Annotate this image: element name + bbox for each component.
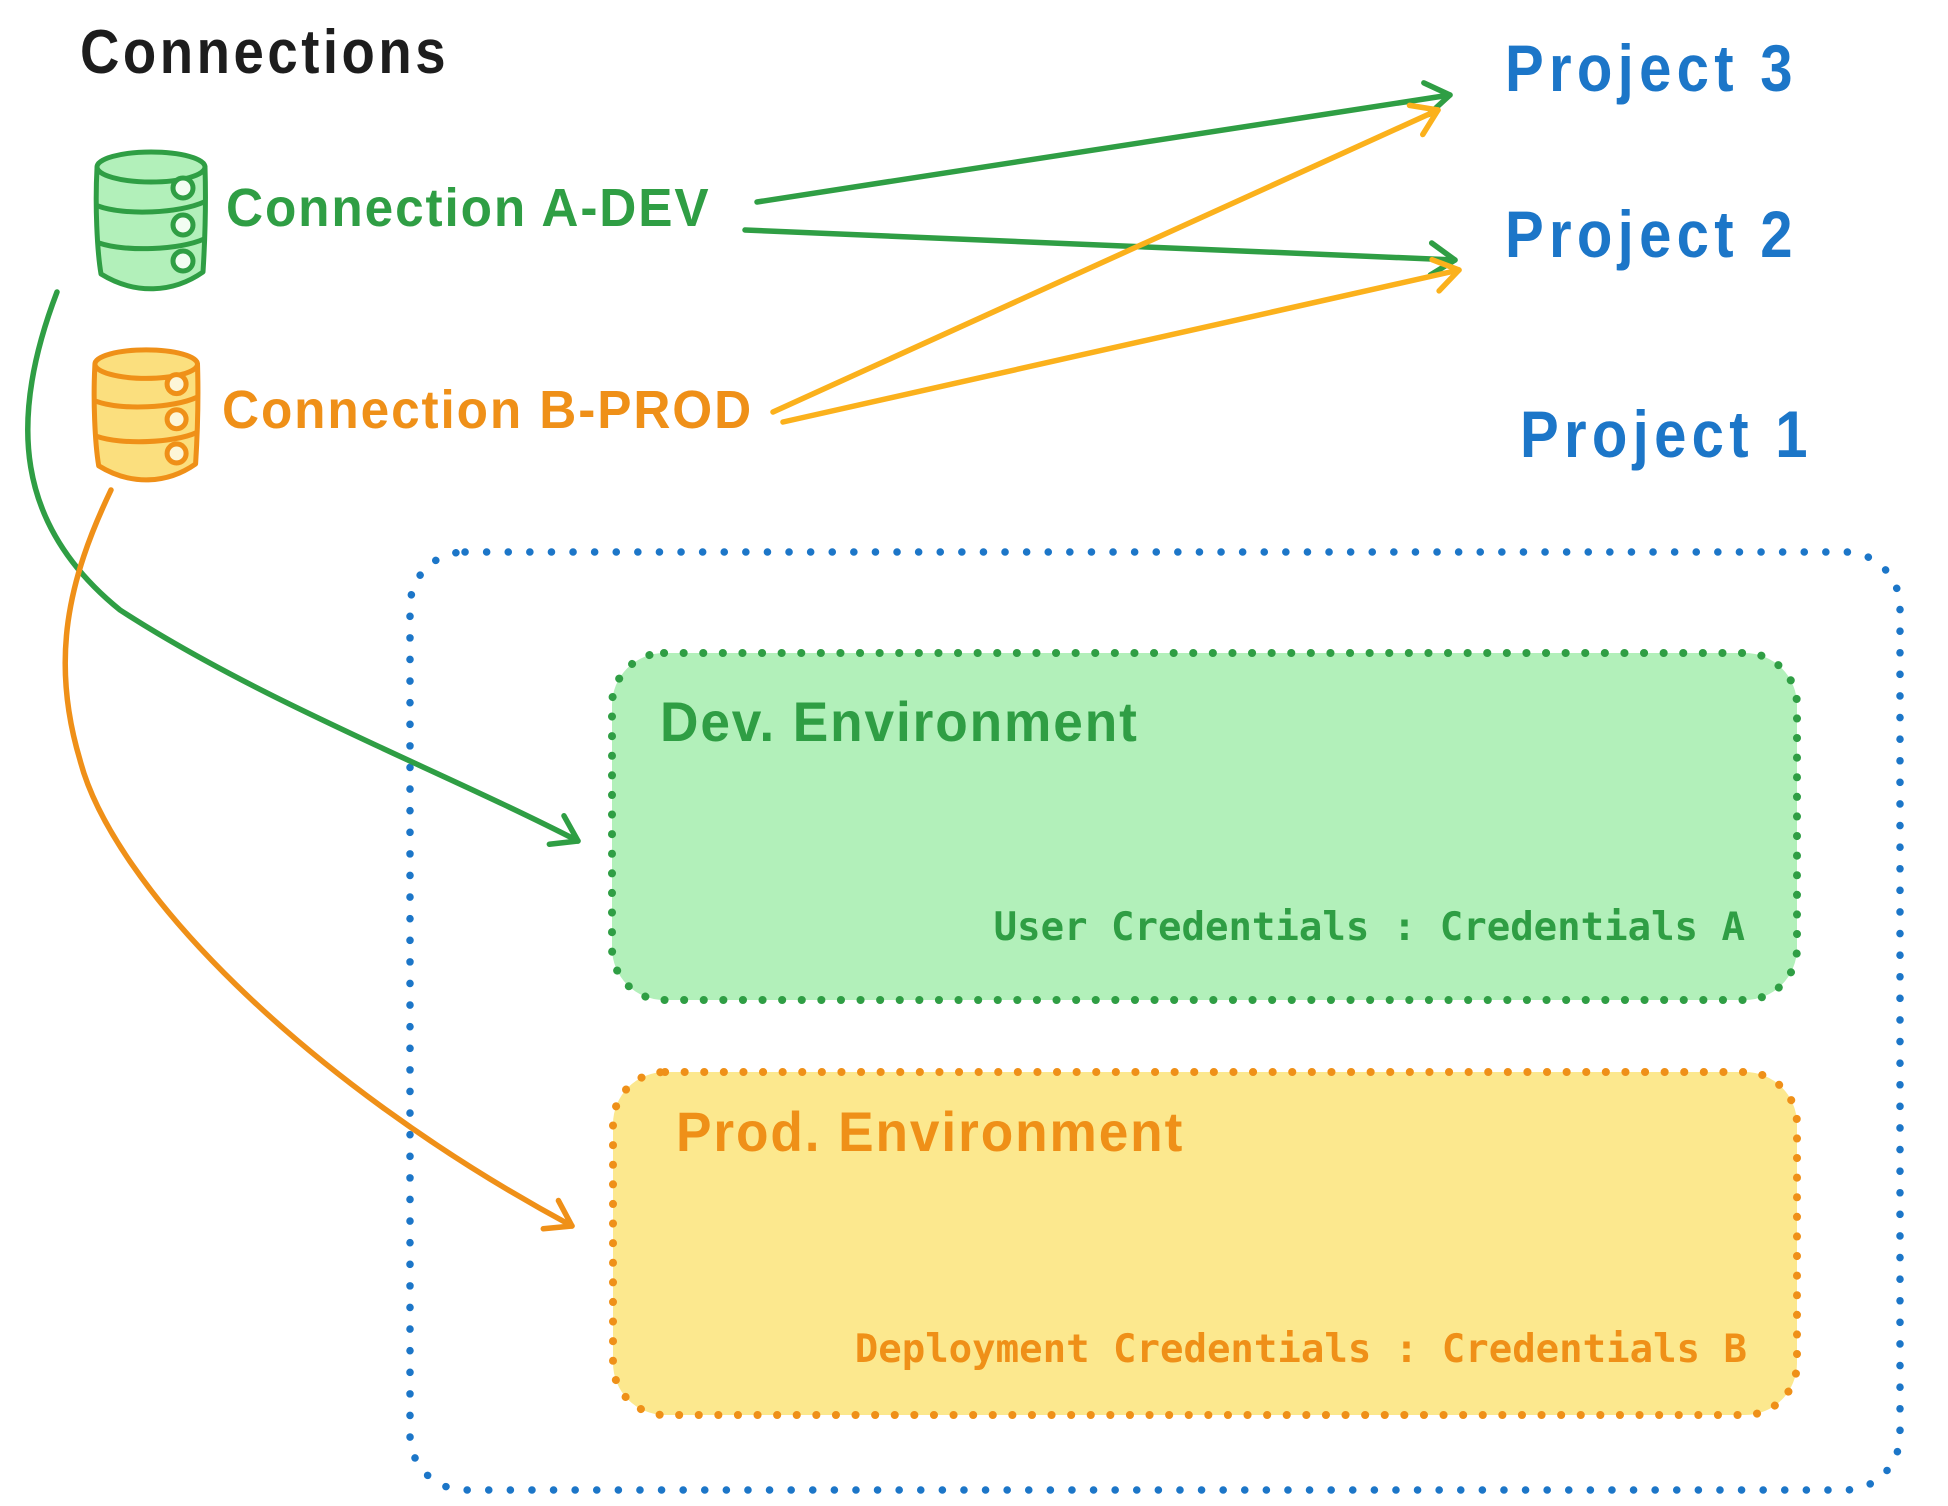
project-2-label: Project 2: [1505, 197, 1798, 271]
dev-environment-box: [608, 649, 1801, 1004]
prod-environment-credentials: Deployment Credentials : Credentials B: [854, 1327, 1747, 1372]
project-3-label: Project 3: [1505, 31, 1798, 105]
project1-box: [406, 548, 1904, 1494]
dev-environment-title: Dev. Environment: [660, 690, 1139, 753]
dev-environment-credentials: User Credentials : Credentials A: [993, 905, 1745, 950]
arrow-bprod-project2: [780, 256, 1462, 425]
arrow-adev-project2: [742, 227, 1458, 278]
arrow-bprod-prod-environment: [62, 487, 575, 1232]
prod-environment-title: Prod. Environment: [676, 1100, 1185, 1163]
arrow-adev-project3: [754, 80, 1453, 205]
connection-a-dev-label: Connection A-DEV: [226, 178, 711, 238]
arrow-bprod-project3: [770, 102, 1441, 415]
prod-environment-box: [609, 1068, 1801, 1419]
database-icon-prod: [91, 347, 201, 483]
connection-b-prod-label: Connection B-PROD: [222, 380, 754, 440]
arrow-adev-dev-environment: [25, 289, 581, 848]
project-1-label: Project 1: [1520, 397, 1813, 471]
diagram-title: Connections: [80, 18, 450, 87]
database-icon-dev: [93, 149, 208, 292]
